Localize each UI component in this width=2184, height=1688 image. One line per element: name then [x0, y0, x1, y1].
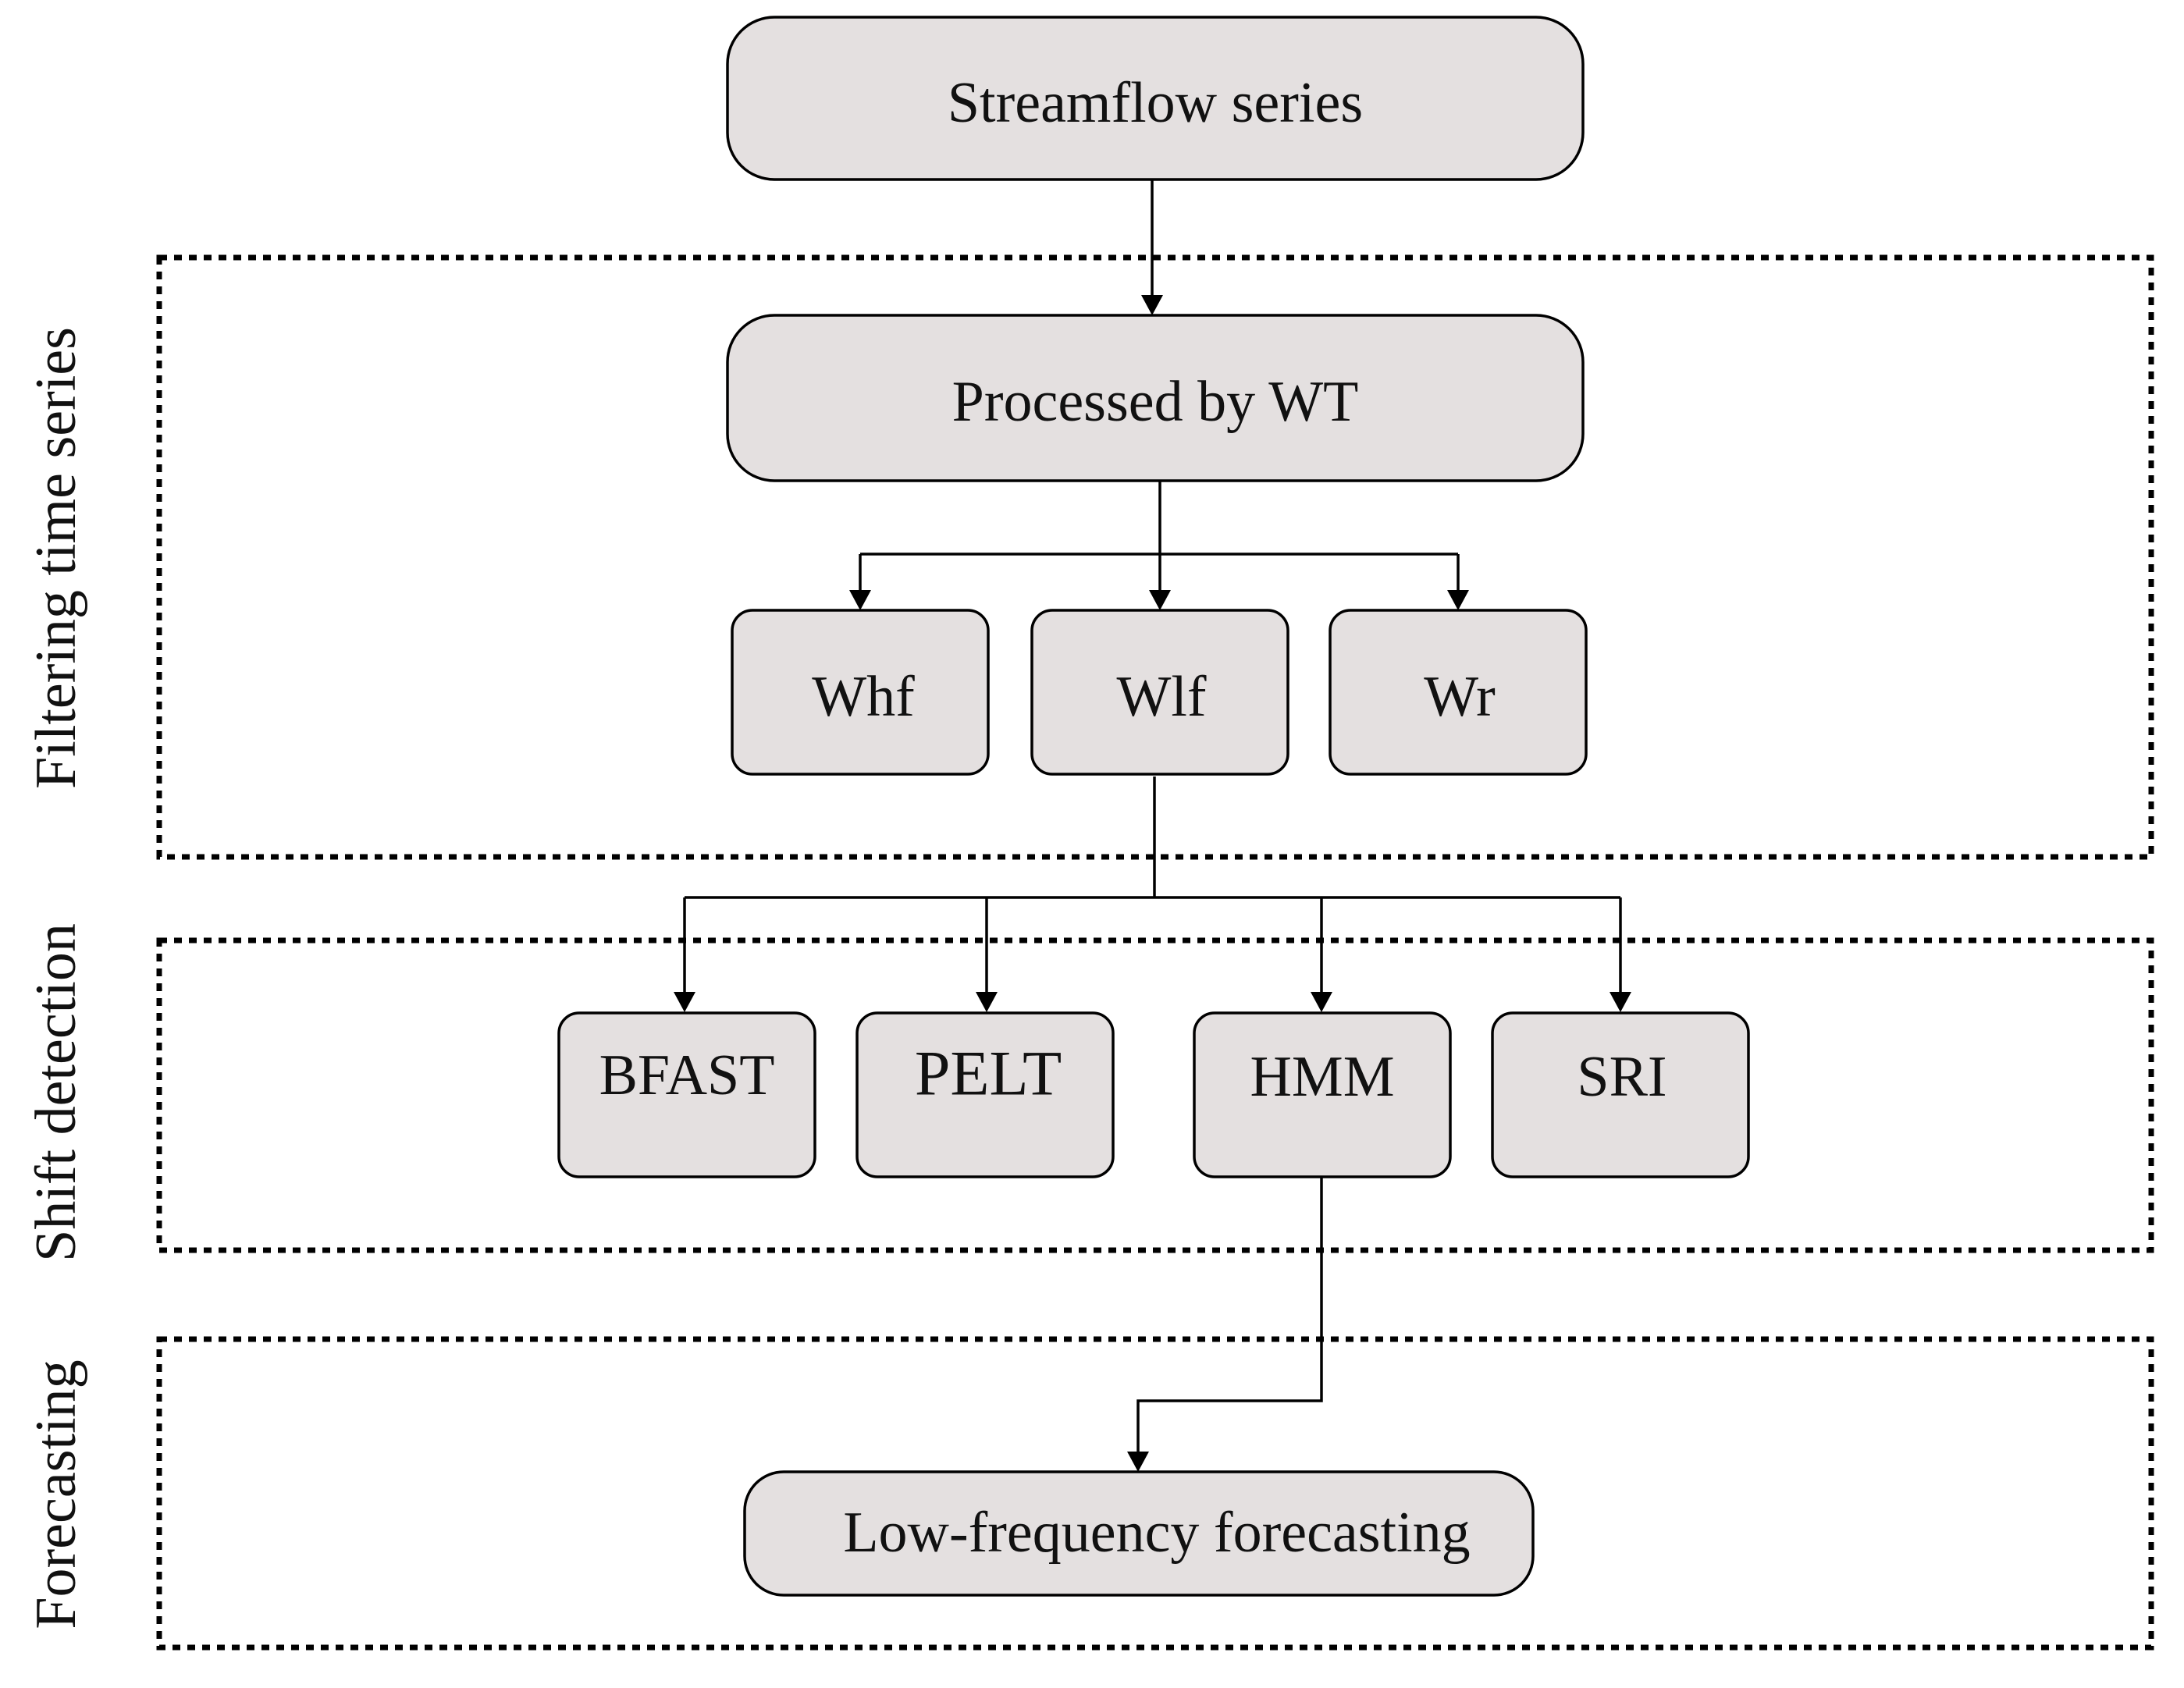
shift-detection-group-label: Shift detection	[24, 923, 88, 1262]
forecasting-group-frame	[156, 1336, 2154, 1651]
wlf-box	[1030, 609, 1289, 776]
hmm-box	[1193, 1011, 1452, 1178]
shift-detection-group-frame	[156, 937, 2154, 1253]
wlf-label: Wlf	[1116, 665, 1206, 729]
node-streamflow-series: Streamflow series	[726, 16, 1585, 181]
bfast-label: BFAST	[599, 1043, 775, 1107]
node-bfast: BFAST	[557, 1011, 816, 1178]
node-wr: Wr	[1329, 609, 1588, 776]
arrowhead-wr	[1447, 590, 1469, 610]
wr-box	[1329, 609, 1588, 776]
node-whf: Whf	[731, 609, 990, 776]
whf-box	[731, 609, 990, 776]
node-sri: SRI	[1491, 1011, 1750, 1178]
processed-by-wt-label: Processed by WT	[952, 370, 1359, 434]
filtering-group-frame	[156, 254, 2154, 860]
connector-hmm-forecast	[1136, 1177, 1323, 1452]
arrowhead-sri	[1610, 992, 1631, 1012]
low-frequency-forecasting-label: Low-frequency forecasting	[843, 1501, 1470, 1565]
pelt-label: PELT	[915, 1038, 1062, 1109]
arrowhead-forecast	[1127, 1452, 1149, 1472]
arrowhead-wlf	[1149, 590, 1171, 610]
sri-label: SRI	[1577, 1045, 1666, 1109]
node-wlf: Wlf	[1030, 609, 1289, 776]
arrowhead-bfast	[674, 992, 695, 1012]
sri-box	[1491, 1011, 1750, 1178]
hmm-label: HMM	[1250, 1045, 1394, 1109]
node-hmm: HMM	[1193, 1011, 1452, 1178]
filtering-group-label: Filtering time series	[24, 327, 88, 789]
connectors	[674, 179, 1631, 1472]
node-pelt: PELT	[855, 1011, 1115, 1178]
arrowhead-whf	[849, 590, 871, 610]
node-processed-by-wt: Processed by WT	[726, 314, 1585, 482]
processed-by-wt-box	[726, 314, 1585, 482]
arrowhead-processed	[1141, 295, 1163, 315]
wr-label: Wr	[1424, 665, 1496, 729]
streamflow-series-box	[726, 16, 1585, 181]
arrowhead-hmm	[1311, 992, 1332, 1012]
whf-label: Whf	[812, 665, 915, 729]
arrowhead-pelt	[976, 992, 998, 1012]
node-low-frequency-forecasting: Low-frequency forecasting	[743, 1470, 1535, 1597]
forecasting-group-label: Forecasting	[24, 1359, 88, 1629]
streamflow-series-label: Streamflow series	[948, 71, 1363, 135]
pelt-box	[855, 1011, 1115, 1178]
low-frequency-forecasting-box	[743, 1470, 1535, 1597]
bfast-box	[557, 1011, 816, 1178]
